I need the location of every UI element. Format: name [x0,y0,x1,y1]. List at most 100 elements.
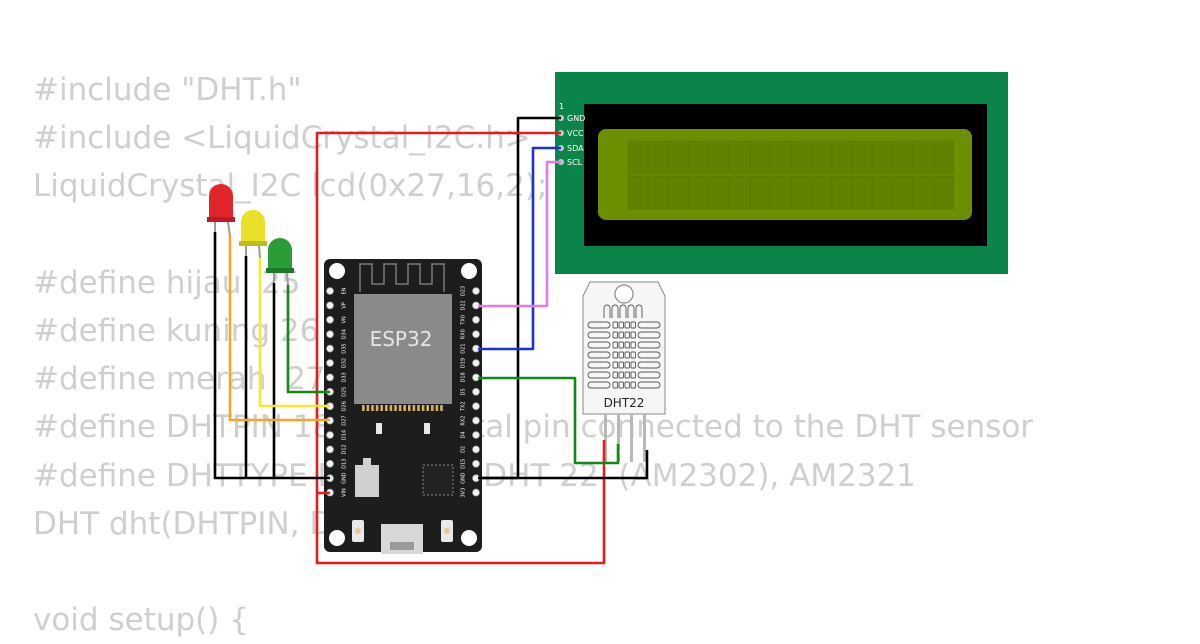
chip-pad [362,405,365,411]
lcd-cell [770,140,791,175]
vent-hole [612,371,618,379]
vent-slot [637,321,661,329]
code-background: #include "DHT.h"#include <LiquidCrystal_… [33,66,1033,644]
vent-bump [619,304,627,318]
esp32-pin-label: RX0 [461,329,467,339]
vent-hole [618,361,624,369]
esp32-antenna [359,263,445,292]
esp32-pin-label: D21 [461,343,467,353]
chip-pad [403,405,406,411]
lcd-cell [790,175,812,210]
esp32-pin-label: D13 [342,459,348,469]
dht22-pin-nc [630,414,633,462]
lcd-cell [933,175,954,210]
esp32-pin-d12 [326,445,334,454]
vent-hole [618,341,624,349]
dht22-vent-grid [587,304,661,389]
lcd-pin-label-scl: SCL [567,158,583,167]
vent-hole [618,331,624,339]
wires [213,116,649,565]
vent-hole [618,351,624,359]
lcd-cell [648,140,669,175]
vent-slot [587,361,611,369]
lcd-cell [668,140,689,175]
led-green-anode-leg [286,272,289,286]
vent-hole [624,361,630,369]
lcd-cell [790,140,812,175]
esp32-pin-d23 [472,287,480,295]
wire-lcd-vcc [315,131,606,565]
lcd-cell [811,175,832,210]
esp32-pin-label: D25 [342,387,348,397]
lcd-cell [852,140,873,175]
esp32-pin-label: D4 [461,431,467,438]
esp32-pin-d32 [326,359,334,367]
esp32-pin-label: RX2 [461,416,467,426]
voltage-regulator [355,465,379,497]
voltage-regulator-tab [363,458,371,465]
vent-slot [587,341,611,349]
mount-hole-bottom-right [461,530,477,546]
vent-slot [637,351,661,359]
esp32-pin-d35 [326,344,334,353]
esp32-pin-label: D23 [461,286,467,296]
led-yellow-rim [239,241,267,246]
vent-slot [637,361,661,369]
vent-hole [630,371,636,379]
esp32-pin-label: VIN [342,488,348,497]
lcd-character-grid [627,140,954,210]
esp32-pin-en [326,287,334,295]
vent-hole [624,331,630,339]
esp32-pin-label: D22 [461,300,467,310]
esp32-pin-label: D34 [342,329,348,339]
vent-hole [630,321,636,329]
vent-hole [612,331,618,339]
lcd-cell [892,175,914,210]
vent-hole [630,331,636,339]
vent-hole [624,351,630,359]
lcd-pin-label-sda: SDA [567,144,584,153]
vent-slot [637,381,661,389]
esp32-pin-label: D12 [342,444,348,454]
led-red-anode-leg [227,221,231,237]
vent-hole [612,341,618,349]
vent-slot [587,351,611,359]
led-yellow-anode-leg [258,245,261,259]
vent-slot [637,331,661,339]
dht22-mount-hole [614,284,634,304]
esp32-pin-tx2 [472,402,480,411]
lcd-cell [750,175,771,210]
lcd-pin-label-gnd: GND [567,114,585,123]
vent-hole [612,361,618,369]
lcd-cell [709,140,730,175]
dht22-label: DHT22 [604,396,645,410]
vent-slot [587,381,611,389]
esp32-pin-d2 [472,445,480,454]
lcd-pin1-label: 1 [559,102,564,111]
led-green-rim [266,268,294,273]
lcd-cell [852,175,873,210]
chip-pad [385,405,388,411]
chip-pad [366,405,370,411]
lcd-module: 1 GND VCC SDA SCL [555,72,1008,274]
led-green [266,238,294,286]
lcd-cell [668,175,689,210]
code-line: #define kuning 26 [33,312,320,349]
esp32-right-header: D23D22TX0RX0D21D19D18D5TX2RX2D4D2D15GND3… [461,286,480,497]
esp32-pin-rx0 [472,330,480,339]
lcd-cell [913,140,934,175]
vent-slot [587,331,611,339]
esp32-chip-pads [362,405,443,411]
lcd-cell [627,140,648,175]
esp32-pin-rx2 [472,416,480,425]
vent-slot [587,321,611,329]
vent-hole [612,381,618,389]
vent-hole [624,371,630,379]
esp32-left-header: ENVPVND34D35D32D33D25D26D27D14D12D13GNDV… [326,287,348,497]
code-line: #include "DHT.h" [33,72,302,108]
vent-hole [630,351,636,359]
led-yellow-body [241,210,265,243]
chip-pad [398,405,402,411]
esp32-pin-label: D14 [342,430,348,440]
vent-hole [612,351,618,359]
